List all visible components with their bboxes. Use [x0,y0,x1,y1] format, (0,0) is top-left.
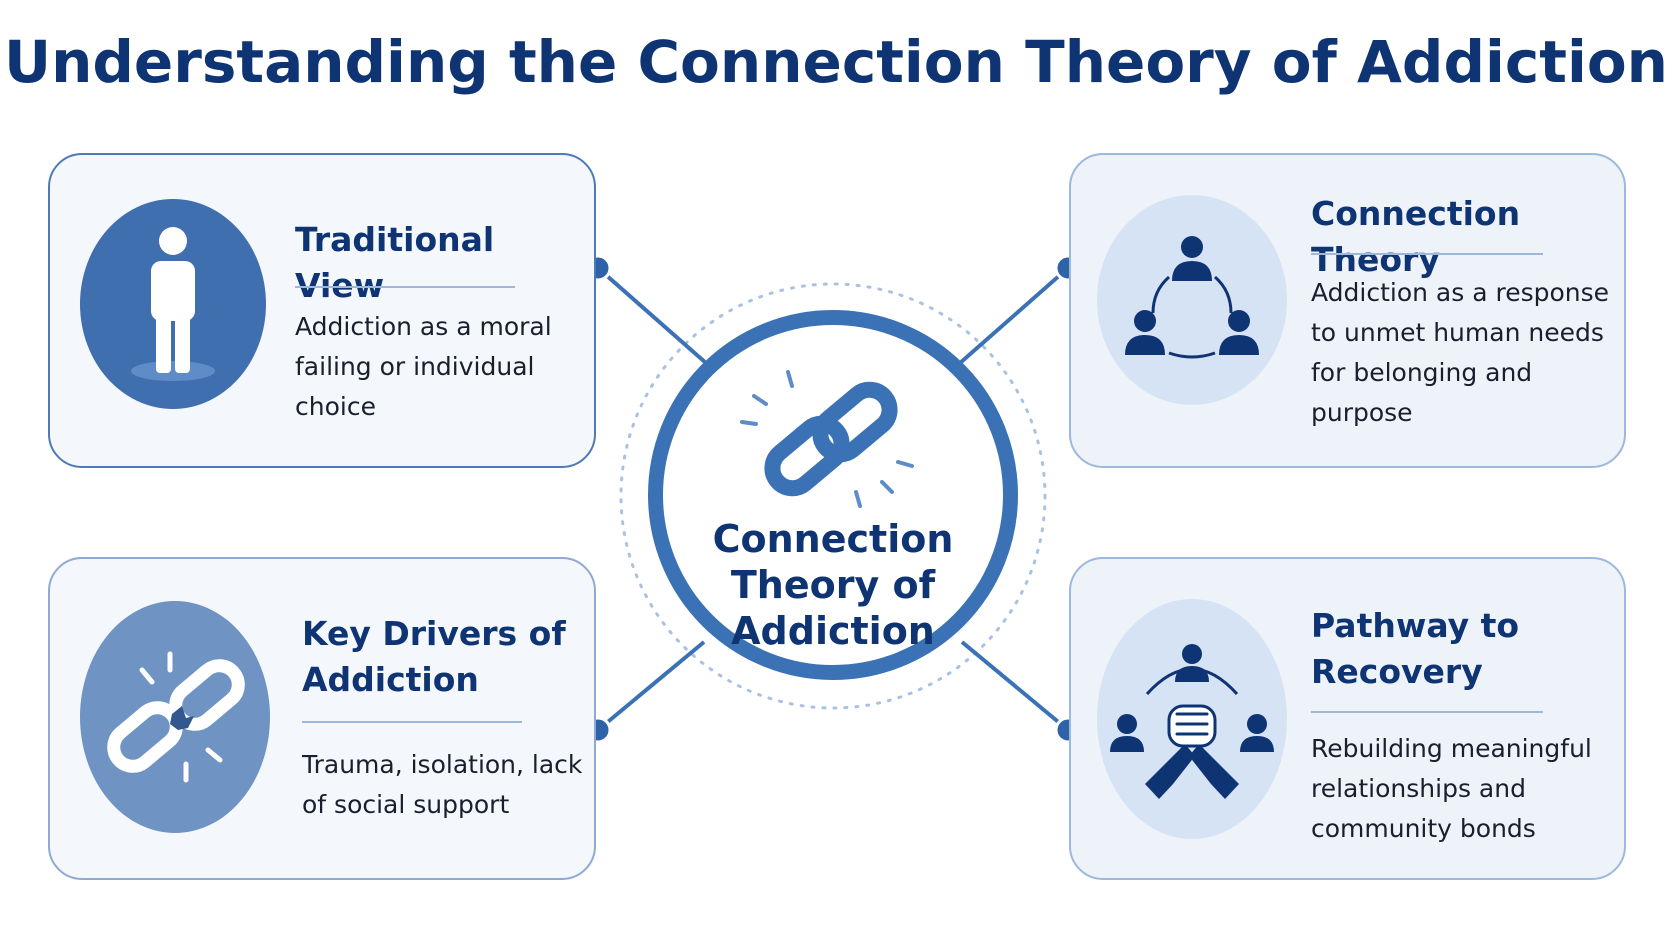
card-divider [1311,253,1543,255]
card-divider [1311,711,1543,713]
card-description: Addiction as a moral failing or individu… [295,312,552,421]
page-title: Understanding the Connection Theory of A… [4,28,1668,96]
card-divider [302,721,522,723]
hub-dotted-ring [619,282,1047,710]
hub-label: Connection Theory of Addiction [712,517,954,653]
hub-circle [648,310,1018,680]
connector-top-left [596,266,708,365]
broken-chain-icon [80,601,270,833]
card-title: Pathway to Recovery [1311,606,1520,691]
card-key-drivers: Key Drivers of Addiction Trauma, isolati… [48,557,596,880]
card-traditional-view: Traditional View Addiction as a moral fa… [48,153,596,468]
card-title: Traditional View [295,220,495,305]
card-divider [295,286,515,288]
community-handshake-icon [1097,599,1287,839]
card-description: Rebuilding meaningful relationships and … [1311,734,1592,843]
card-pathway-to-recovery: Pathway to Recovery Rebuilding meaningfu… [1069,557,1626,880]
person-standing-icon [80,199,266,409]
connector-top-right [958,266,1070,365]
connector-bottom-right [960,640,1070,732]
card-description: Trauma, isolation, lack of social suppor… [302,750,583,819]
people-network-icon [1097,195,1287,405]
card-title: Connection Theory [1311,194,1521,279]
card-title: Key Drivers of Addiction [302,614,566,699]
card-description: Addiction as a response to unmet human n… [1311,278,1610,427]
connector-bottom-left [596,640,706,732]
card-connection-theory: Connection Theory Addiction as a respons… [1069,153,1626,468]
chain-link-icon [740,370,914,508]
